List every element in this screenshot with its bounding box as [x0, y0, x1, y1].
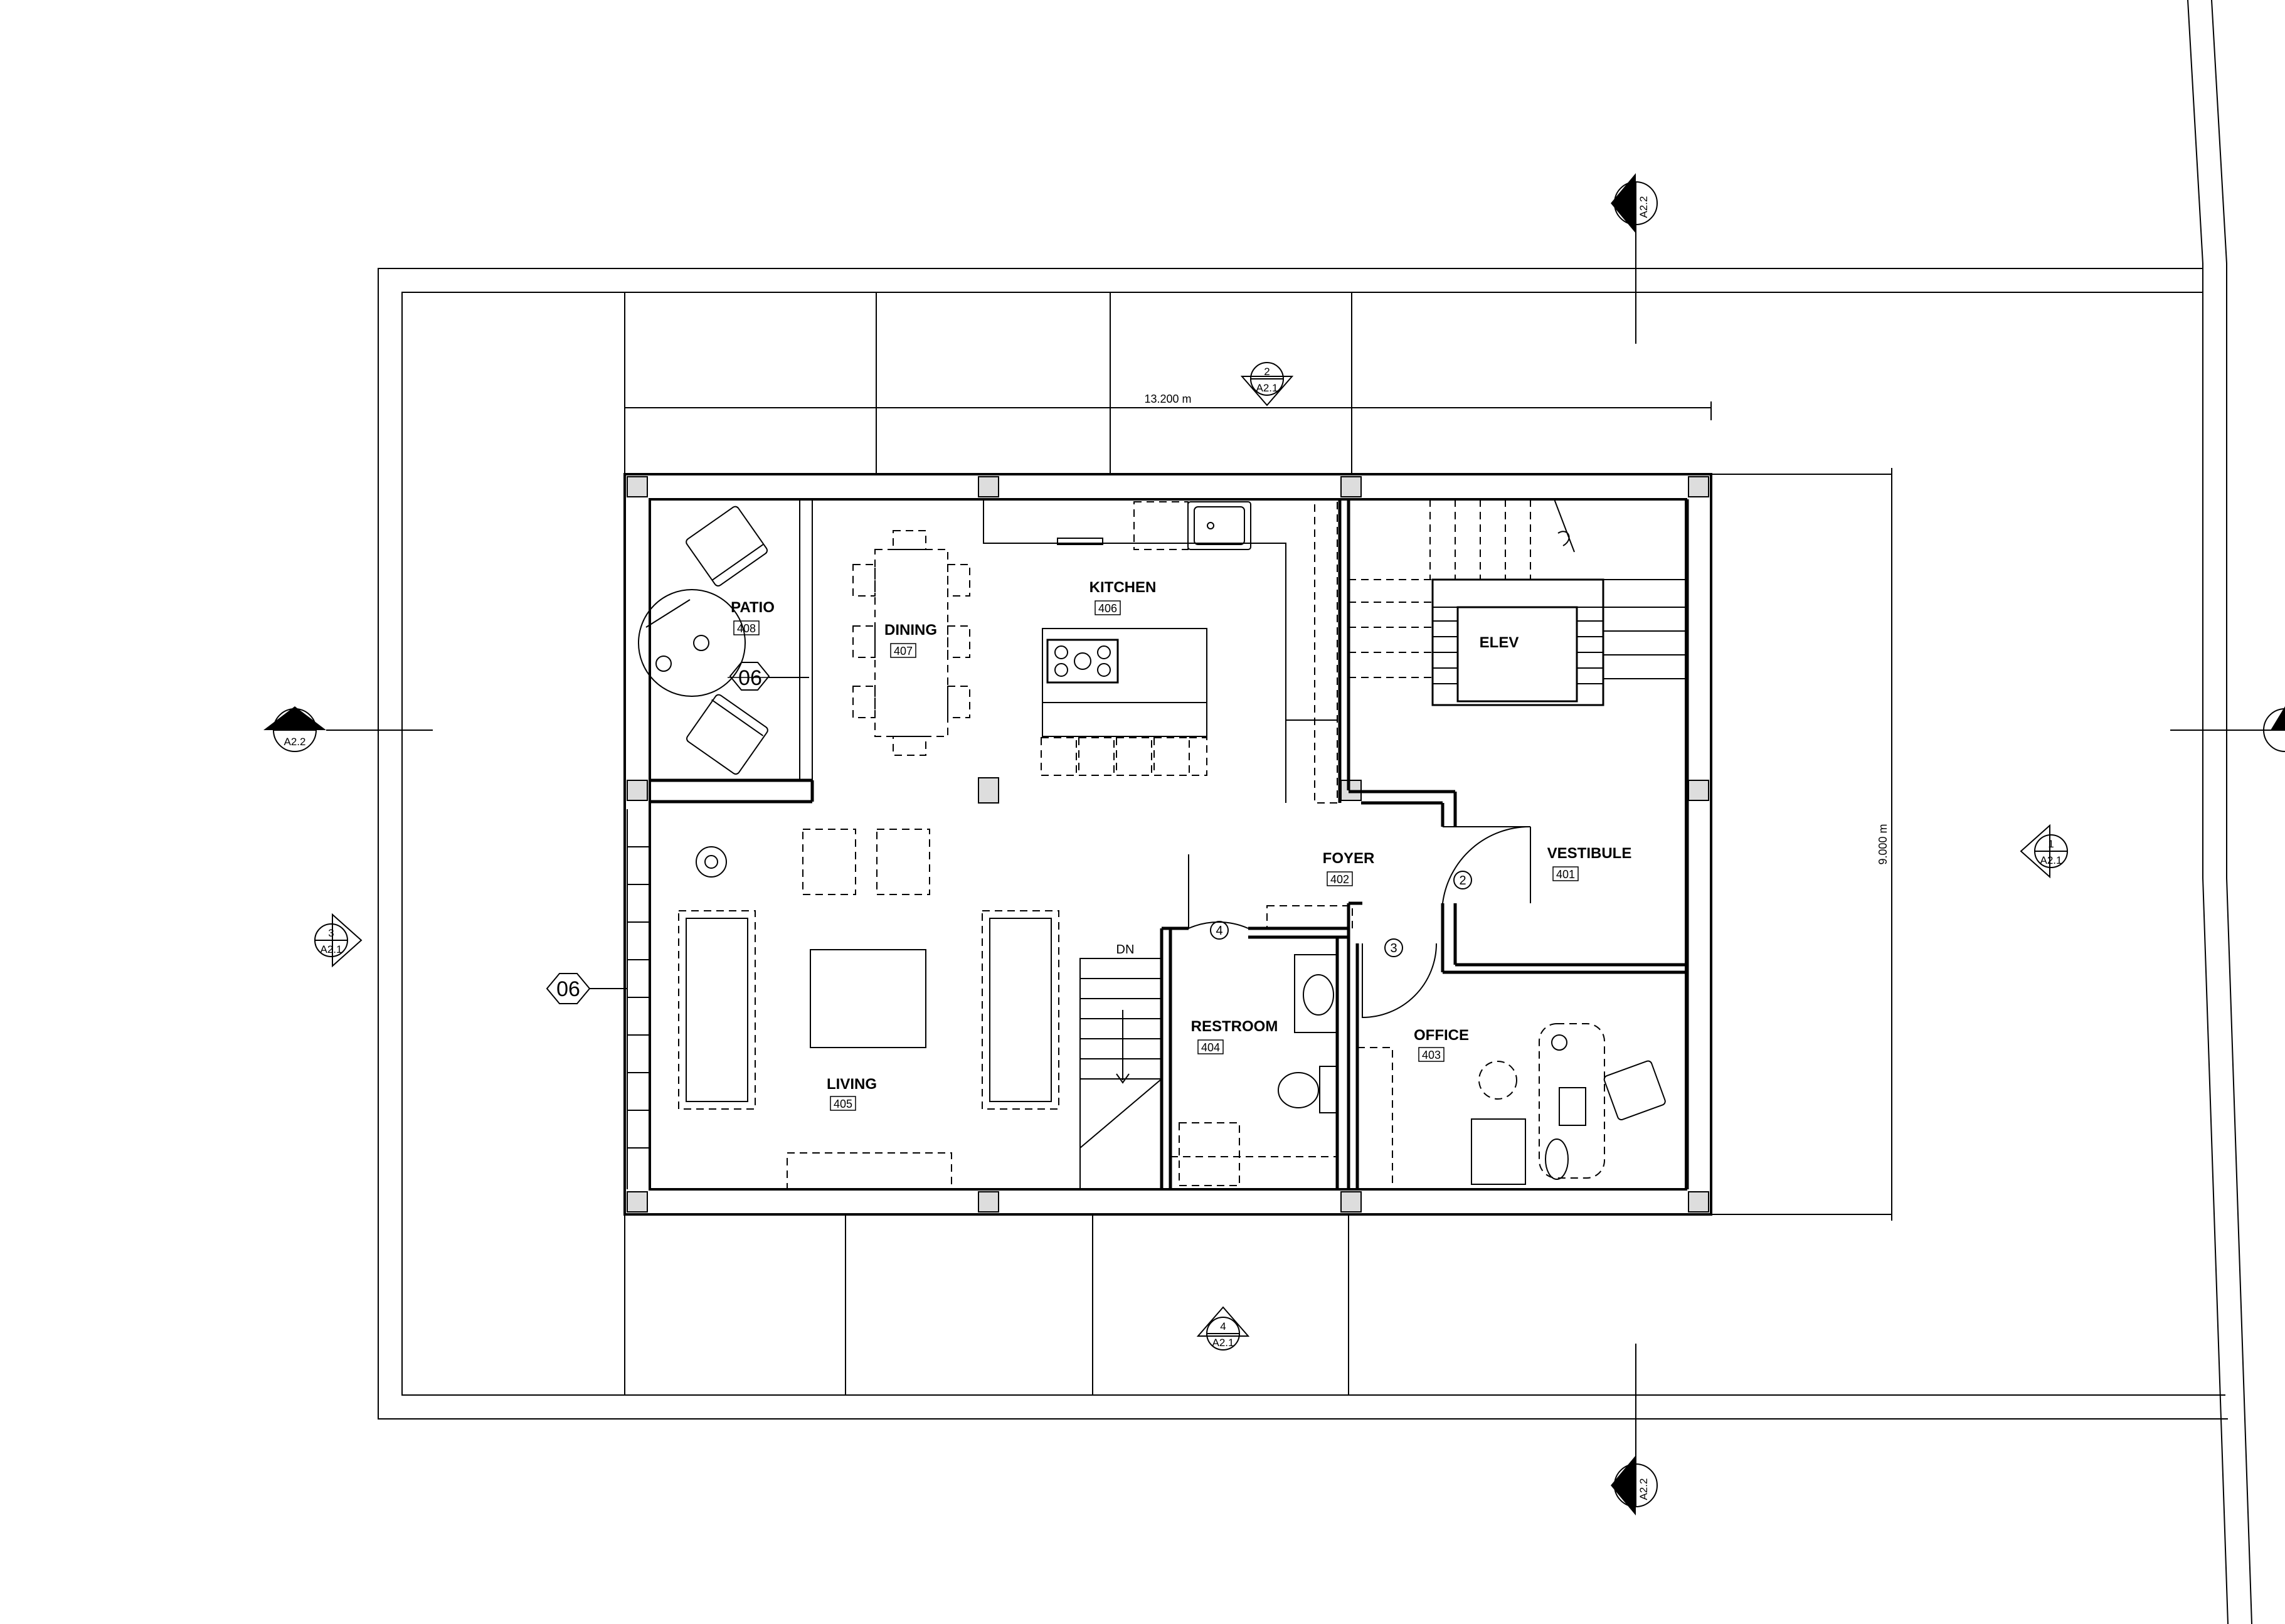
room-label-restroom: RESTROOM 404	[1191, 1018, 1278, 1054]
dimension-height-text: 9.000 m	[1877, 824, 1889, 864]
dimension-width-text: 13.200 m	[1144, 393, 1191, 405]
svg-text:406: 406	[1098, 602, 1117, 615]
section-marker-top-num: 1	[1619, 204, 1631, 210]
window-tag-living-text: 06	[556, 977, 580, 1001]
exterior-walls	[623, 473, 1712, 1216]
restroom-fixtures	[1170, 905, 1353, 1186]
room-label-kitchen: KITCHEN 406	[1089, 579, 1157, 615]
office-furniture	[1357, 1023, 1666, 1190]
svg-text:ELEV: ELEV	[1480, 634, 1519, 651]
room-label-living: LIVING 405	[827, 1076, 877, 1111]
svg-text:404: 404	[1201, 1041, 1220, 1054]
room-label-vestibule: VESTIBULE 401	[1547, 845, 1632, 881]
elevation-south-num: 4	[1220, 1320, 1226, 1332]
svg-text:OFFICE: OFFICE	[1414, 1027, 1469, 1044]
svg-text:LIVING: LIVING	[827, 1076, 877, 1093]
dimension-lines	[624, 401, 1892, 1221]
room-label-patio: PATIO 408	[731, 599, 775, 635]
elevation-marker-east: 1 A2.1	[2020, 824, 2068, 879]
window-tag-patio: 06	[729, 662, 809, 691]
columns	[627, 476, 1709, 1213]
room-label-office: OFFICE 403	[1414, 1027, 1469, 1062]
section-marker-left-sheet: A2.2	[284, 736, 306, 748]
section-marker-right	[2263, 706, 2285, 752]
svg-text:2: 2	[1459, 874, 1466, 888]
svg-text:RESTROOM: RESTROOM	[1191, 1018, 1278, 1035]
window-tag-living: 06	[546, 973, 627, 1004]
room-label-foyer: FOYER 402	[1323, 850, 1375, 886]
elevation-east-num: 1	[2048, 838, 2054, 850]
site-outline	[378, 0, 2252, 1624]
elevation-marker-south: 4 A2.1	[1196, 1306, 1250, 1351]
section-marker-bottom-num: 1	[1619, 1486, 1631, 1492]
door-number-4: 4	[1210, 921, 1229, 940]
svg-text:407: 407	[894, 645, 913, 657]
svg-text:405: 405	[834, 1098, 852, 1110]
room-label-dining: DINING 407	[884, 622, 937, 658]
section-marker-top-sheet: A2.2	[1638, 196, 1650, 218]
doors	[1188, 825, 1531, 1019]
svg-text:VESTIBULE: VESTIBULE	[1547, 845, 1632, 862]
svg-text:4: 4	[1216, 924, 1222, 938]
svg-text:DINING: DINING	[884, 622, 937, 639]
elevation-marker-north: 2 A2.1	[1240, 362, 1294, 406]
elevation-north-num: 2	[1264, 366, 1270, 378]
svg-text:401: 401	[1556, 868, 1575, 881]
elevation-west-sheet: A2.1	[321, 943, 342, 955]
section-lines	[326, 223, 2285, 1465]
paving-grid	[624, 292, 1352, 1395]
interior-walls	[627, 499, 1689, 1189]
door-number-2: 2	[1453, 871, 1472, 889]
elevation-north-sheet: A2.1	[1256, 382, 1278, 394]
svg-text:403: 403	[1422, 1049, 1441, 1061]
section-marker-left-num: 1	[292, 716, 297, 728]
room-label-elev: ELEV	[1480, 634, 1519, 651]
door-number-3: 3	[1384, 938, 1403, 957]
svg-text:408: 408	[737, 622, 756, 635]
window-tag-patio-text: 06	[738, 666, 762, 690]
elevation-marker-west: 3 A2.1	[314, 913, 363, 968]
svg-text:KITCHEN: KITCHEN	[1089, 579, 1157, 596]
dining-furniture	[852, 530, 970, 756]
stair-label: DN	[1116, 943, 1135, 957]
section-marker-bottom-sheet: A2.2	[1638, 1478, 1650, 1500]
elevation-west-num: 3	[328, 927, 334, 939]
svg-text:PATIO: PATIO	[731, 599, 775, 616]
elevation-east-sheet: A2.1	[2040, 854, 2062, 866]
svg-text:402: 402	[1330, 873, 1349, 886]
stair-down	[1079, 958, 1162, 1190]
elevation-south-sheet: A2.1	[1212, 1337, 1234, 1349]
section-marker-bottom: 1 A2.2	[1611, 1455, 1658, 1515]
svg-text:FOYER: FOYER	[1323, 850, 1375, 867]
kitchen-fixtures	[983, 499, 1338, 804]
section-marker-left: 1 A2.2	[263, 706, 326, 752]
svg-text:3: 3	[1390, 942, 1397, 955]
elevator-and-stairs	[1349, 499, 1687, 706]
living-furniture	[627, 829, 1059, 1190]
patio-furniture	[638, 506, 778, 775]
section-marker-top: 1 A2.2	[1611, 173, 1658, 233]
